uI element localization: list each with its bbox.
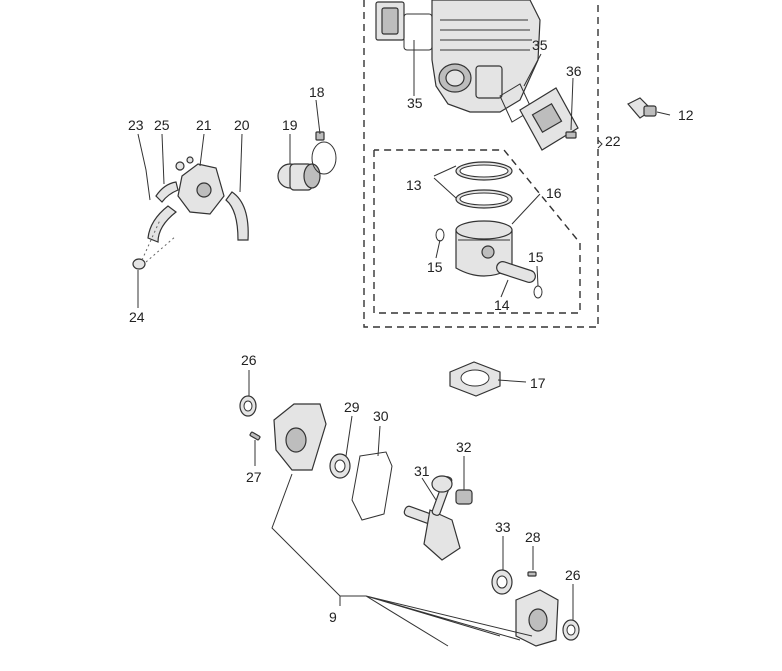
callout-32: 32 [456,439,472,455]
callout-31: 31 [414,463,430,479]
callout-22: 22 [605,133,621,149]
callout-26-left: 26 [241,352,257,368]
callout-18: 18 [309,84,325,100]
piston-ring-upper [455,161,513,181]
callout-labels: 35 35 36 12 22 13 16 15 15 14 18 19 20 2… [128,37,694,625]
callout-35-left: 35 [407,95,423,111]
bolt-36 [565,77,577,139]
callout-25: 25 [154,117,170,133]
circlip-right [533,285,543,299]
callout-15-right: 15 [528,249,544,265]
fuel-line-23 [147,205,177,243]
bearing-33 [491,569,513,595]
oil-seal-right-26 [562,619,580,641]
fuel-line-25 [155,181,179,203]
piston-assembly-boundary [373,149,581,314]
leader-lines [137,40,671,647]
carburetor [175,156,225,215]
callout-26-right: 26 [565,567,581,583]
callout-23: 23 [128,117,144,133]
callout-17: 17 [530,375,546,391]
impulse-hose-20 [225,191,249,241]
pin-27 [249,431,261,441]
pin-28 [527,571,537,577]
callout-12: 12 [678,107,694,123]
bearing-29 [329,453,351,479]
crankcase-left-half [273,403,327,471]
callout-13: 13 [406,177,422,193]
piston-pin [496,261,536,283]
callout-21: 21 [196,117,212,133]
callout-14: 14 [494,297,510,313]
callout-16: 16 [546,185,562,201]
fuel-filter-24 [132,219,177,270]
cylinder-gasket-left [375,1,433,51]
callout-30: 30 [373,408,389,424]
callout-29: 29 [344,399,360,415]
circlip-left [435,228,445,242]
callout-19: 19 [282,117,298,133]
throttle-adapter-19 [277,163,321,191]
callout-9: 9 [329,609,337,625]
crankcase-gasket-30 [351,451,393,521]
callout-20: 20 [234,117,250,133]
callout-33: 33 [495,519,511,535]
fitting-12 [627,97,657,119]
callout-27: 27 [246,469,262,485]
oil-seal-left-26 [239,395,257,417]
piston-ring-lower [455,189,513,209]
crankcase-right-half [515,589,559,647]
intake-flange [519,87,579,151]
callout-35-right: 35 [532,37,548,53]
cylinder-assembly-boundary [363,0,599,328]
needle-bearing-32 [455,489,473,505]
cylinder-block [431,0,541,113]
callout-15-left: 15 [427,259,443,275]
callout-36: 36 [566,63,582,79]
crankshaft-31 [403,475,461,561]
callout-28: 28 [525,529,541,545]
callout-24: 24 [129,309,145,325]
cylinder-base-gasket-17 [449,361,501,397]
